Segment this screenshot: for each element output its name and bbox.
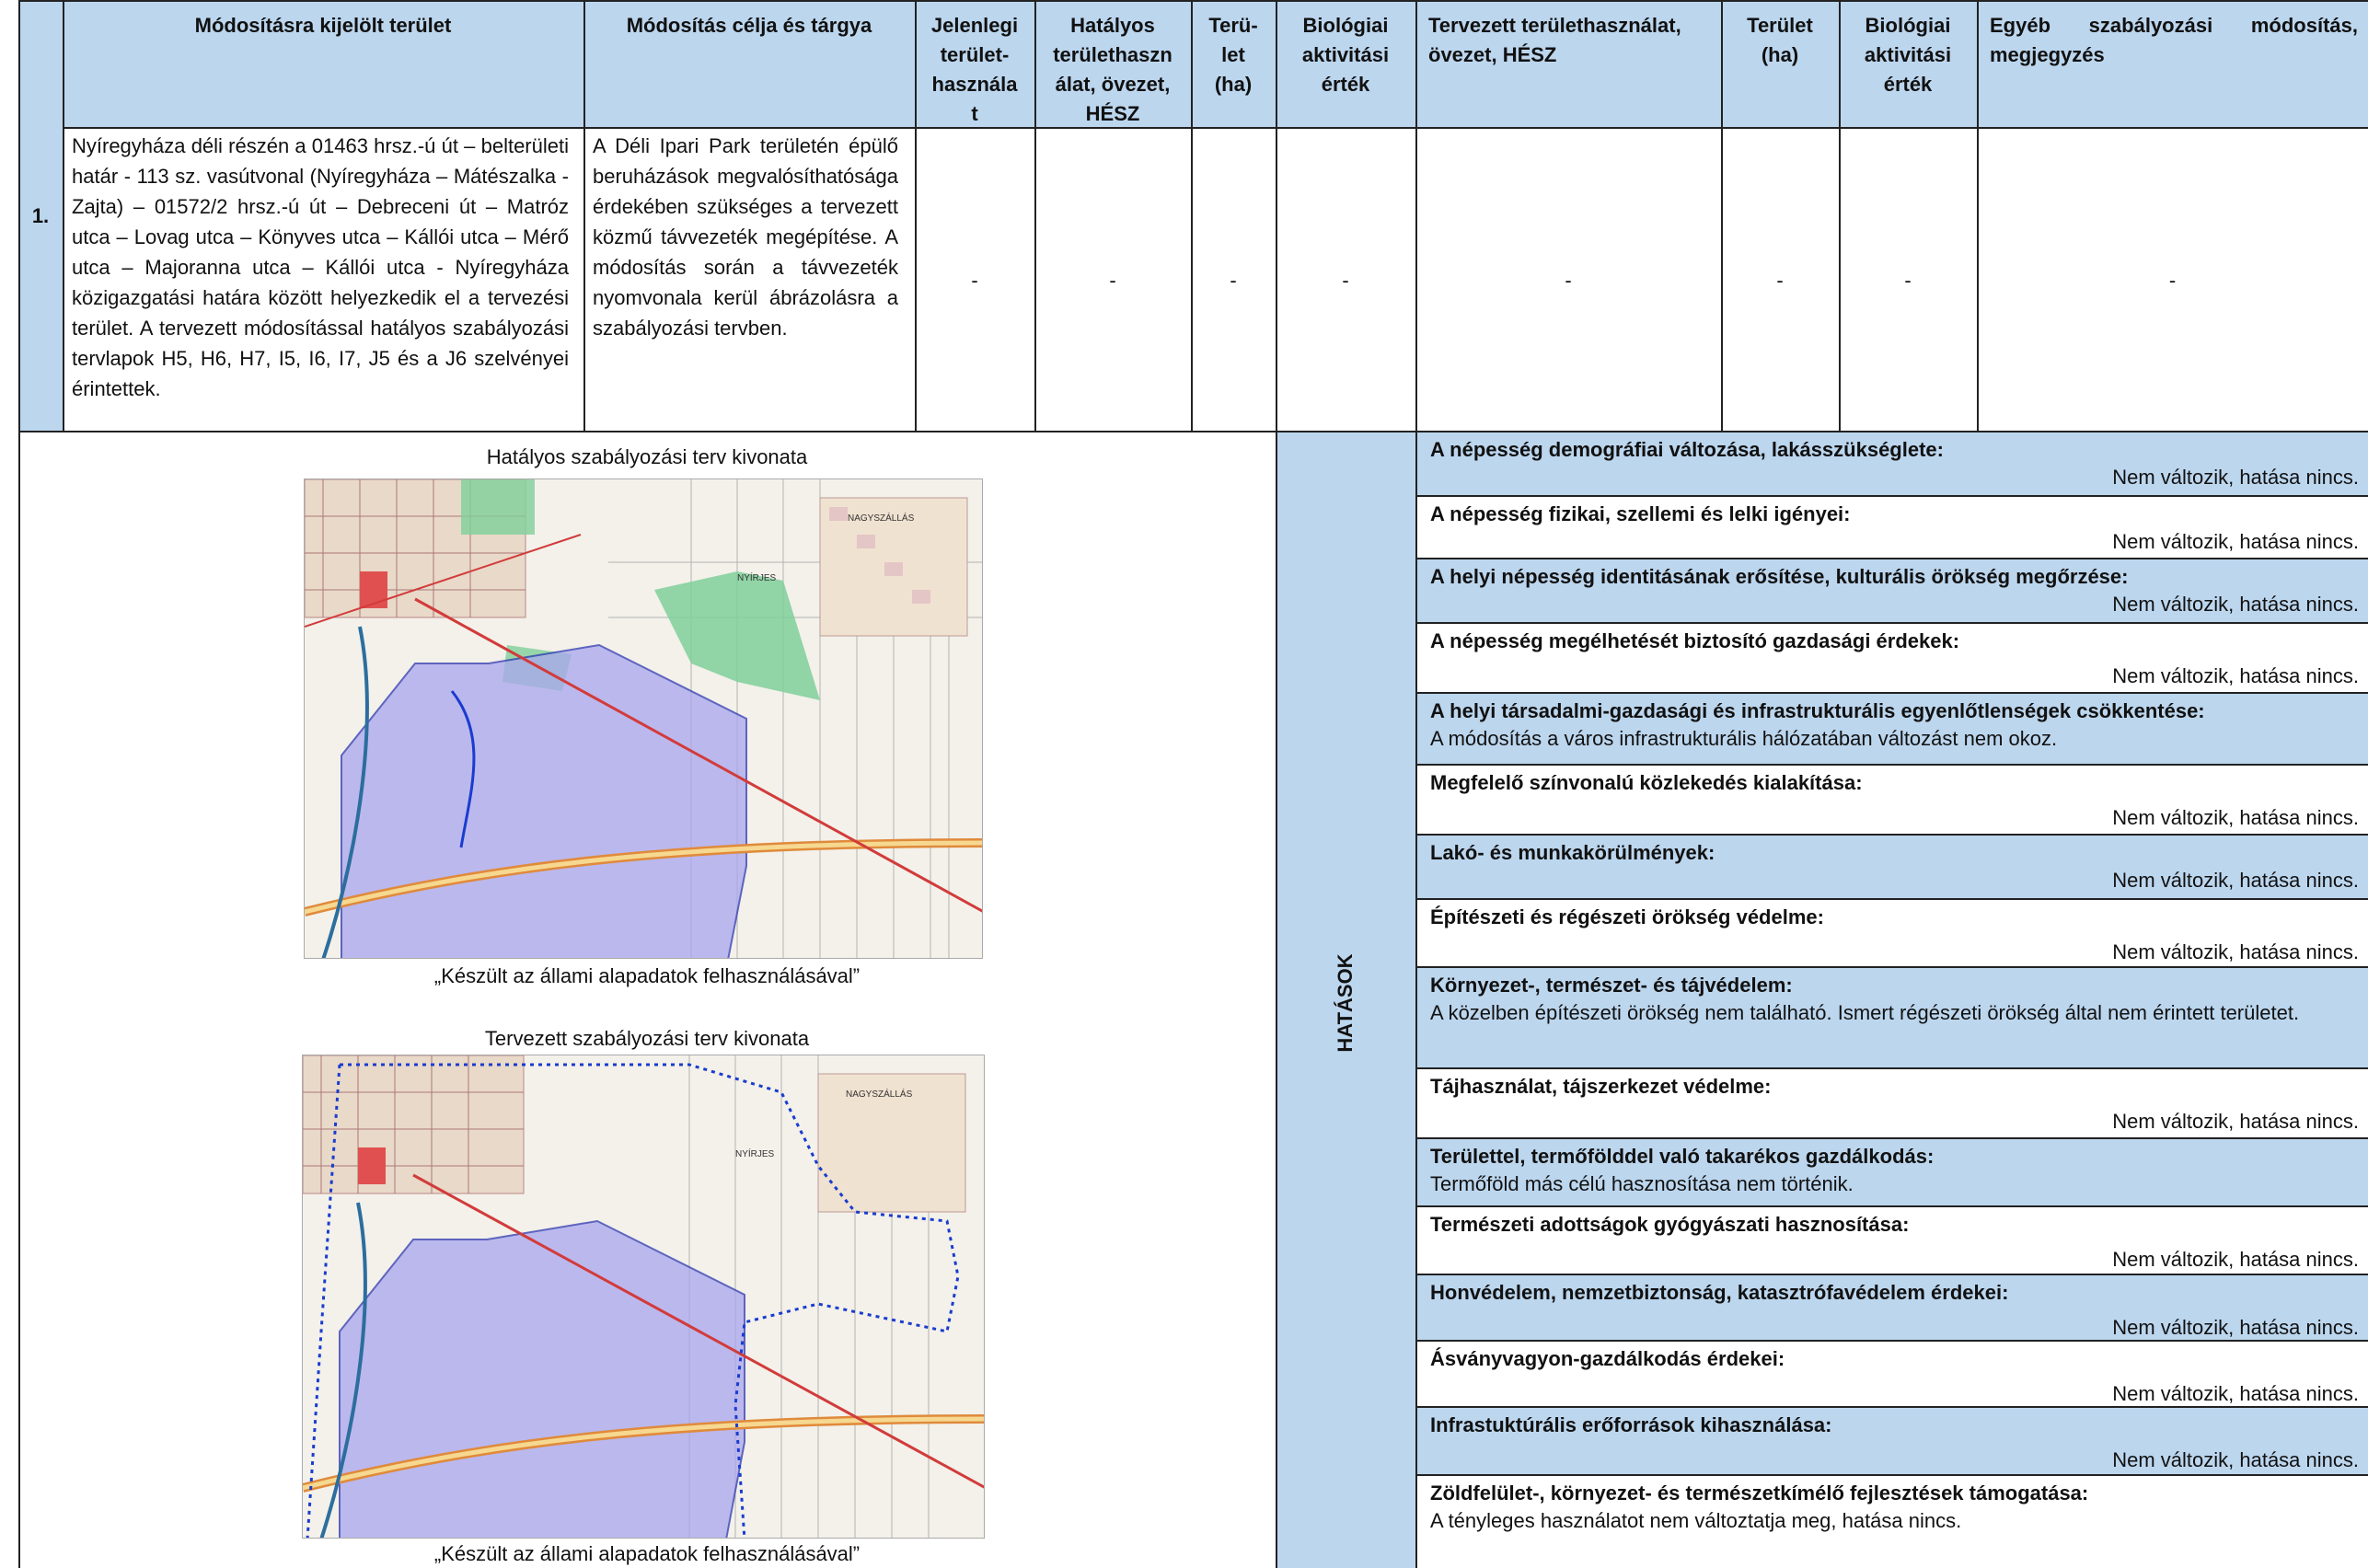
impact-value: Nem változik, hatása nincs. bbox=[2112, 806, 2359, 829]
dash-bio: - bbox=[1342, 269, 1349, 292]
header-purpose: Módosítás célja és tárgya bbox=[626, 14, 872, 37]
dash-current-use: - bbox=[971, 269, 978, 292]
valid-map-caption: „Készült az állami alapadatok felhasznál… bbox=[433, 964, 861, 987]
impact-row: Honvédelem, nemzetbiztonság, katasztrófa… bbox=[1415, 1274, 2368, 1340]
valid-map-label-nyirjes: NYÍRJES bbox=[737, 571, 777, 583]
dash-planned-area: - bbox=[1776, 269, 1784, 292]
impact-value: Nem változik, hatása nincs. bbox=[2112, 530, 2359, 553]
impact-value: A tényleges használatot nem változtatja … bbox=[1430, 1509, 1962, 1532]
planned-map-title: Tervezett szabályozási terv kivonata bbox=[484, 1027, 810, 1050]
dash-planned-use: - bbox=[1565, 269, 1572, 292]
impact-title: Ásványvagyon-gazdálkodás érdekei: bbox=[1430, 1347, 1785, 1370]
impact-row: Környezet-, természet- és tájvédelem: A k… bbox=[1415, 966, 2368, 1067]
row-number-cell bbox=[18, 127, 63, 431]
impact-title: Környezet-, természet- és tájvédelem: bbox=[1430, 974, 1793, 997]
planned-plan-map-svg: NYÍRJES NAGYSZÁLLÁS bbox=[303, 1055, 984, 1538]
impact-value: Nem változik, hatása nincs. bbox=[2112, 1448, 2359, 1471]
impact-row: A helyi népesség identitásának erősítése… bbox=[1415, 558, 2368, 622]
impact-row: Építészeti és régészeti örökség védelme:… bbox=[1415, 898, 2368, 966]
area-description: Nyíregyháza déli részén a 01463 hrsz.-ú … bbox=[72, 134, 569, 400]
dash-other: - bbox=[2168, 269, 2177, 292]
impact-value: Nem változik, hatása nincs. bbox=[2112, 593, 2359, 616]
row-number: 1. bbox=[31, 204, 50, 227]
impact-value: Nem változik, hatása nincs. bbox=[2112, 1110, 2359, 1133]
impact-value: A közelben építészeti örökség nem találh… bbox=[1430, 1001, 2300, 1024]
impact-title: Infrastuktúrális erőforrások kihasználás… bbox=[1430, 1413, 1832, 1436]
impact-title: Területtel, termőfölddel való takarékos … bbox=[1430, 1145, 1935, 1168]
impact-title: A népesség demográfiai változása, lakáss… bbox=[1430, 438, 1944, 461]
dash-bio2: - bbox=[1904, 269, 1912, 292]
planned-map-caption: „Készült az állami alapadatok felhasznál… bbox=[433, 1542, 861, 1565]
valid-map-title: Hatályos szabályozási terv kivonata bbox=[486, 445, 808, 468]
impact-row: Megfelelő színvonalú közlekedés kialakít… bbox=[1415, 764, 2368, 834]
header-row-bg bbox=[18, 0, 2368, 127]
impact-value: Nem változik, hatása nincs. bbox=[2112, 1316, 2359, 1339]
impact-title: Tájhasználat, tájszerkezet védelme: bbox=[1430, 1075, 1772, 1098]
impact-title: Építészeti és régészeti örökség védelme: bbox=[1430, 905, 1824, 928]
dash-valid-use: - bbox=[1109, 269, 1116, 292]
impacts-side-column bbox=[1276, 431, 1415, 1568]
impact-row: Infrastuktúrális erőforrások kihasználás… bbox=[1415, 1406, 2368, 1474]
impact-title: Zöldfelület-, környezet- és természetkím… bbox=[1430, 1482, 2089, 1505]
impact-row: A népesség demográfiai változása, lakáss… bbox=[1415, 431, 2368, 495]
header-other: Egyéb szabályozási módosítás,megjegyzés bbox=[1990, 14, 2358, 66]
impact-title: Megfelelő színvonalú közlekedés kialakít… bbox=[1430, 771, 1863, 794]
impact-row: Tájhasználat, tájszerkezet védelme: Nem v… bbox=[1415, 1067, 2368, 1137]
header-area-ha: Terü-let(ha) bbox=[1208, 14, 1258, 96]
valid-map-label-nagyszallas: NAGYSZÁLLÁS bbox=[848, 512, 915, 524]
impact-value: Nem változik, hatása nincs. bbox=[2112, 466, 2359, 489]
valid-plan-map-svg: NYÍRJES NAGYSZÁLLÁS bbox=[305, 479, 982, 958]
impact-row: Területtel, termőfölddel való takarékos … bbox=[1415, 1137, 2368, 1205]
impact-row: Lakó- és munkakörülmények: Nem változik, … bbox=[1415, 834, 2368, 898]
impact-title: A helyi népesség identitásának erősítése… bbox=[1430, 565, 2129, 588]
impact-value: Nem változik, hatása nincs. bbox=[2112, 1382, 2359, 1405]
impact-title: Honvédelem, nemzetbiztonság, katasztrófa… bbox=[1430, 1281, 2009, 1304]
purpose-description: A Déli Ipari Park területén épülő beruhá… bbox=[593, 134, 898, 340]
header-area: Módosításra kijelölt terület bbox=[194, 14, 452, 37]
impact-title: A népesség megélhetését biztosító gazdas… bbox=[1430, 629, 1960, 652]
impact-title: A helyi társadalmi-gazdasági és infrastr… bbox=[1430, 699, 2205, 722]
impact-title: A népesség fizikai, szellemi és lelki ig… bbox=[1430, 502, 1851, 525]
impact-row: A helyi társadalmi-gazdasági és infrastr… bbox=[1415, 692, 2368, 764]
impact-row: Zöldfelület-, környezet- és természetkím… bbox=[1415, 1474, 2368, 1568]
header-planned-use: Tervezett területhasználat,övezet, HÉSZ bbox=[1428, 14, 1681, 66]
impact-title: Lakó- és munkakörülmények: bbox=[1430, 841, 1715, 864]
impact-value: Nem változik, hatása nincs. bbox=[2112, 940, 2359, 963]
impact-value: Nem változik, hatása nincs. bbox=[2112, 664, 2359, 687]
impact-row: A népesség fizikai, szellemi és lelki ig… bbox=[1415, 495, 2368, 558]
impact-value: A módosítás a város infrastrukturális há… bbox=[1430, 727, 2058, 750]
impact-value: Termőföld más célú hasznosítása nem tört… bbox=[1430, 1172, 1854, 1195]
dash-area: - bbox=[1230, 269, 1237, 292]
valid-plan-map: NYÍRJES NAGYSZÁLLÁS bbox=[304, 478, 983, 959]
planned-map-label-nagyszallas: NAGYSZÁLLÁS bbox=[846, 1088, 913, 1100]
planned-plan-map: NYÍRJES NAGYSZÁLLÁS bbox=[302, 1055, 985, 1539]
header-planned-area: Terület(ha) bbox=[1747, 14, 1813, 66]
impact-value: Nem változik, hatása nincs. bbox=[2112, 1248, 2359, 1271]
impact-row: Ásványvagyon-gazdálkodás érdekei: Nem vál… bbox=[1415, 1340, 2368, 1406]
impact-title: Természeti adottságok gyógyászati haszno… bbox=[1430, 1213, 1910, 1236]
impact-row: Természeti adottságok gyógyászati haszno… bbox=[1415, 1205, 2368, 1274]
impact-row: A népesség megélhetését biztosító gazdas… bbox=[1415, 622, 2368, 692]
impacts-side-label: HATÁSOK bbox=[1334, 953, 1357, 1053]
planned-map-label-nyirjes: NYÍRJES bbox=[735, 1147, 775, 1159]
impact-value: Nem változik, hatása nincs. bbox=[2112, 869, 2359, 892]
